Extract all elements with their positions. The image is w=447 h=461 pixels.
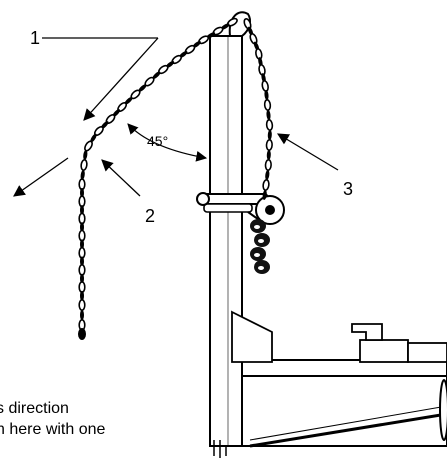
callout-2-pointer bbox=[101, 159, 141, 197]
mast bbox=[209, 11, 251, 447]
chain-link bbox=[265, 139, 273, 151]
chain-link bbox=[266, 150, 271, 160]
chain-link bbox=[265, 170, 270, 180]
chain-link bbox=[80, 290, 85, 301]
chain-link bbox=[263, 99, 272, 111]
angle-label: 45° bbox=[147, 133, 168, 149]
deck-structure bbox=[213, 310, 447, 458]
callout-3-label: 3 bbox=[343, 179, 353, 199]
chain-link bbox=[266, 110, 271, 120]
anchor-chains bbox=[78, 17, 274, 340]
chain-link bbox=[262, 190, 267, 200]
chain-link bbox=[78, 299, 86, 312]
callout-3-pointer bbox=[276, 133, 339, 171]
chain-link bbox=[83, 150, 88, 160]
chain-link bbox=[80, 310, 85, 321]
chain-link bbox=[262, 179, 270, 191]
chain-left bbox=[78, 17, 238, 332]
chain-dark-section bbox=[250, 219, 270, 274]
chain-link bbox=[264, 90, 269, 100]
chain-link bbox=[80, 159, 88, 171]
chain-end-link bbox=[78, 328, 86, 340]
caption-line-2: n here with one bbox=[0, 421, 106, 438]
chain-link bbox=[264, 159, 272, 171]
callout-2-label: 2 bbox=[145, 206, 155, 226]
caption-line-1: s direction bbox=[0, 400, 69, 417]
chain-link bbox=[84, 140, 93, 152]
chain-link bbox=[261, 80, 269, 92]
chain-link bbox=[265, 119, 274, 131]
chain-link bbox=[267, 130, 272, 140]
chain-roller-clamp bbox=[196, 192, 285, 225]
callout-1-label: 1 bbox=[30, 28, 40, 48]
chain-right bbox=[243, 18, 274, 200]
pull-direction-arrow bbox=[13, 157, 69, 197]
chain-link bbox=[80, 170, 85, 180]
angle-indicator bbox=[127, 123, 208, 162]
callout-1-pointer bbox=[42, 37, 159, 121]
